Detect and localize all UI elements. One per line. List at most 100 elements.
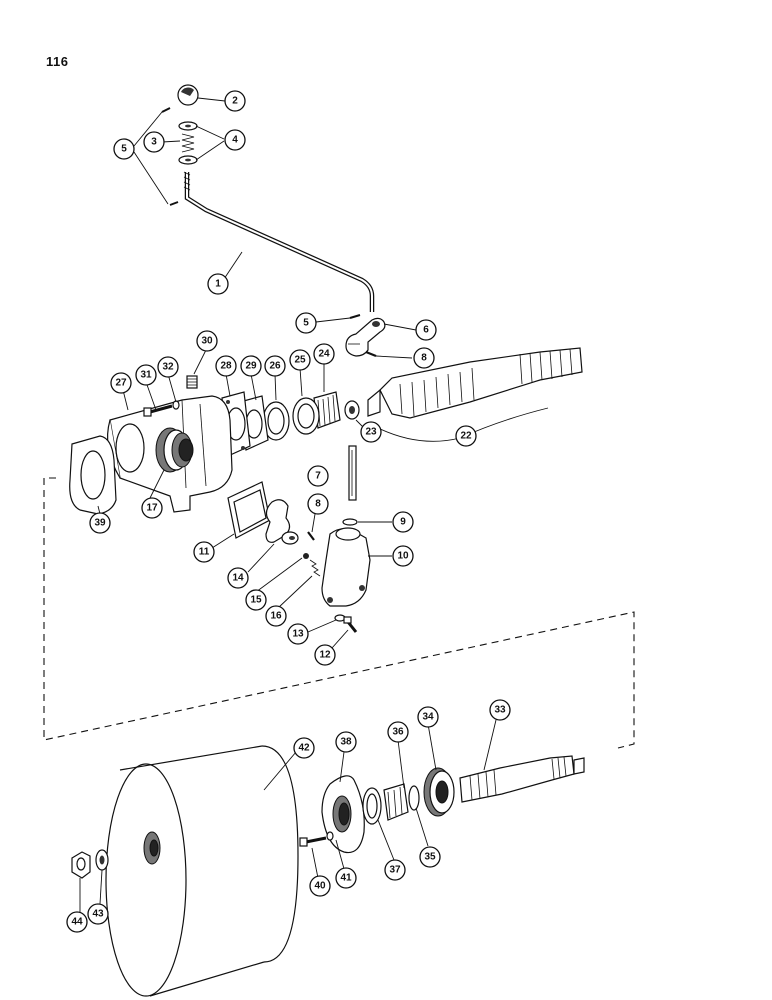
- svg-text:28: 28: [220, 361, 232, 372]
- callout-8: 8: [413, 347, 435, 369]
- callout-43: 43: [87, 903, 109, 925]
- pulley-42: [105, 745, 299, 997]
- gasket-39: [69, 435, 117, 515]
- svg-text:36: 36: [392, 727, 404, 738]
- callout-36: 36: [387, 721, 409, 743]
- svg-text:7: 7: [315, 471, 321, 482]
- pin-lower: [169, 201, 179, 206]
- callout-30: 30: [196, 330, 218, 352]
- stub-shaft-33: [459, 755, 585, 803]
- snap-ring-35: [408, 785, 420, 811]
- callout-27: 27: [110, 372, 132, 394]
- callout-13: 13: [287, 623, 309, 645]
- washer-32: [172, 400, 180, 410]
- svg-text:10: 10: [397, 551, 409, 562]
- svg-text:13: 13: [292, 629, 304, 640]
- gasket-11: [227, 481, 271, 539]
- washer-43: [95, 849, 109, 871]
- svg-text:39: 39: [94, 518, 106, 529]
- svg-text:8: 8: [315, 499, 321, 510]
- callout-9: 9: [392, 511, 414, 533]
- capscrew-31: [143, 404, 173, 417]
- callout-2: 2: [224, 90, 246, 112]
- spring: [181, 133, 195, 153]
- bearing-cone-36: [383, 783, 409, 821]
- svg-text:41: 41: [340, 873, 352, 884]
- svg-text:11: 11: [199, 547, 210, 558]
- svg-text:1: 1: [215, 279, 221, 290]
- svg-text:4: 4: [232, 135, 238, 146]
- bushing-23: [344, 400, 360, 420]
- svg-text:14: 14: [232, 573, 244, 584]
- callout-28: 28: [215, 355, 237, 377]
- svg-text:29: 29: [245, 361, 257, 372]
- callout-40: 40: [309, 875, 331, 897]
- svg-text:26: 26: [269, 361, 281, 372]
- svg-text:5: 5: [303, 318, 309, 329]
- shift-cover-10: [321, 527, 371, 607]
- hub-38: [321, 775, 365, 854]
- seal-26: [262, 401, 290, 441]
- capscrew-40: [299, 836, 327, 847]
- svg-text:44: 44: [71, 917, 83, 928]
- svg-text:17: 17: [146, 503, 158, 514]
- svg-text:8: 8: [421, 353, 427, 364]
- spring-16: [309, 559, 321, 577]
- svg-text:15: 15: [250, 595, 262, 606]
- callout-7: 7: [307, 465, 329, 487]
- callout-38: 38: [335, 731, 357, 753]
- bearing-34: [423, 767, 455, 817]
- svg-text:38: 38: [340, 737, 352, 748]
- bearing-cup-37: [362, 787, 382, 825]
- svg-text:27: 27: [115, 378, 127, 389]
- callout-32: 32: [157, 356, 179, 378]
- callout-14: 14: [227, 567, 249, 589]
- svg-text:42: 42: [298, 743, 310, 754]
- callout-1: 1: [207, 273, 229, 295]
- callout-3: 3: [143, 131, 165, 153]
- o-ring-9: [342, 518, 358, 526]
- callout-10: 10: [392, 545, 414, 567]
- capscrew-12: [343, 616, 358, 633]
- roll-pin-8-upper: [365, 350, 377, 358]
- callout-5-middle: 5: [295, 312, 317, 334]
- callout-17: 17: [141, 497, 163, 519]
- washer-41: [326, 831, 334, 841]
- roll-pin-8-lower: [307, 531, 315, 541]
- svg-text:37: 37: [389, 865, 401, 876]
- callout-15: 15: [245, 589, 267, 611]
- nut-44: [71, 851, 91, 879]
- callout-42: 42: [293, 737, 315, 759]
- shift-knob: [177, 84, 199, 106]
- svg-text:9: 9: [400, 517, 406, 528]
- svg-text:32: 32: [162, 362, 174, 373]
- svg-text:35: 35: [424, 852, 436, 863]
- shift-rod: [183, 171, 375, 312]
- svg-text:12: 12: [319, 650, 331, 661]
- plug-30: [186, 375, 198, 389]
- callout-35: 35: [419, 846, 441, 868]
- washer-lower: [178, 155, 198, 165]
- callout-16: 16: [265, 605, 287, 627]
- pin-5-middle: [349, 314, 361, 319]
- callout-37: 37: [384, 859, 406, 881]
- svg-text:24: 24: [318, 349, 330, 360]
- callout-6: 6: [415, 319, 437, 341]
- shift-arm: [345, 317, 386, 357]
- svg-text:31: 31: [140, 370, 152, 381]
- callout-44: 44: [66, 911, 88, 933]
- callout-39: 39: [89, 512, 111, 534]
- shift-fork-14: [265, 499, 299, 545]
- svg-text:43: 43: [92, 909, 104, 920]
- leader-lines: [79, 97, 549, 914]
- svg-text:25: 25: [294, 355, 306, 366]
- callout-33: 33: [489, 699, 511, 721]
- svg-text:6: 6: [423, 325, 429, 336]
- svg-text:5: 5: [121, 144, 127, 155]
- callout-22: 22: [455, 425, 477, 447]
- svg-text:3: 3: [151, 137, 157, 148]
- callout-5: 5: [113, 138, 135, 160]
- callout-23: 23: [360, 421, 382, 443]
- svg-text:34: 34: [422, 712, 434, 723]
